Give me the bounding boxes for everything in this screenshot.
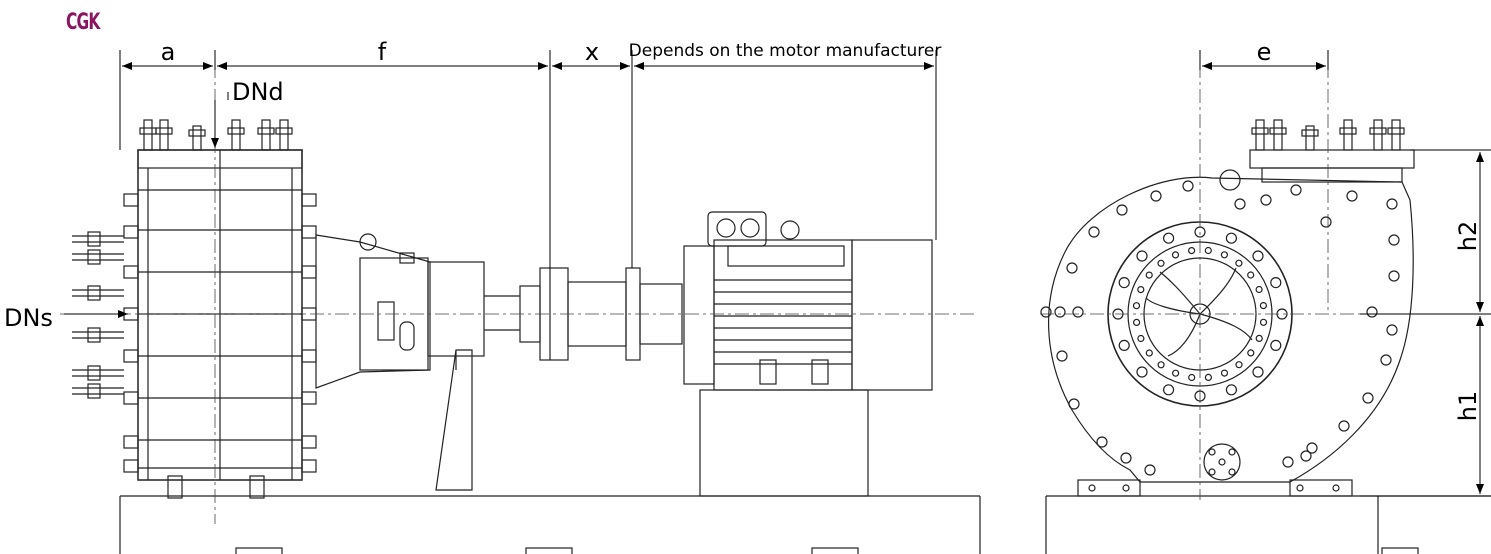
casing-bolt-hole <box>1282 456 1294 468</box>
foot-bolt-hole <box>1088 484 1096 492</box>
dim-motor-note: Depends on the motor manufacturer <box>629 41 942 61</box>
flange-bolt-hole <box>1136 366 1148 378</box>
dim-h1: h1 <box>1454 391 1482 421</box>
flange-inner-hole <box>1220 251 1229 259</box>
flange-bolt-hole <box>1270 277 1282 289</box>
drain-bolt-hole <box>1218 458 1226 466</box>
casing-bolt-hole <box>1362 392 1374 404</box>
casing-bolt-hole <box>1290 184 1302 196</box>
casing-bolt-hole <box>1116 204 1128 216</box>
casing-bolt-hole <box>1346 190 1358 202</box>
dim-f: f <box>378 38 387 66</box>
flange-inner-hole <box>1187 247 1196 255</box>
casing-bolt-hole <box>1072 306 1084 318</box>
flange-bolt-hole <box>1225 384 1238 396</box>
flange-inner-hole <box>1255 334 1263 342</box>
casing-bolt-hole <box>1096 436 1108 448</box>
flange-inner-hole <box>1259 302 1268 310</box>
casing-bolt-hole <box>1366 306 1378 318</box>
flange-bolt-hole <box>1252 366 1264 378</box>
flange-inner-hole <box>1204 246 1212 255</box>
flange-inner-hole <box>1247 271 1255 279</box>
side-view <box>72 119 981 554</box>
dim-a: a <box>161 38 176 66</box>
casing-bolt-hole <box>1386 198 1398 210</box>
flange-bolt-hole <box>1136 250 1148 262</box>
flange-bolt-hole <box>1162 232 1175 244</box>
drain-bolt-hole <box>1208 448 1216 456</box>
casing-bolt-hole <box>1320 216 1332 228</box>
flange-bolt-hole <box>1252 250 1264 262</box>
casing-bolt-hole <box>1182 180 1194 192</box>
casing-bolt-hole <box>1144 464 1156 476</box>
flange-bolt-hole <box>1118 277 1130 289</box>
flange-inner-hole <box>1132 302 1141 310</box>
motor <box>683 211 933 391</box>
dim-h2: h2 <box>1454 221 1482 251</box>
bearing-bracket <box>315 233 520 491</box>
centerlines-side <box>60 64 975 524</box>
flange-inner-hole <box>1255 285 1263 294</box>
casing-bolt-hole <box>1040 306 1052 318</box>
foot-bolt-hole <box>1122 484 1130 492</box>
dimensions-side <box>64 50 937 318</box>
base-frame <box>119 495 981 554</box>
casing-bolt-hole <box>1054 306 1066 318</box>
motor-plinth <box>699 389 869 497</box>
flange-inner-hole <box>1235 361 1243 369</box>
casing-bolt-hole <box>1380 354 1392 366</box>
drain-bolt-hole <box>1208 468 1216 476</box>
casing-bolt-hole <box>1338 420 1350 432</box>
casing-bolt-hole <box>1300 450 1312 462</box>
flange-inner-hole <box>1235 259 1243 267</box>
flange-inner-hole <box>1171 251 1180 259</box>
flange-inner-hole <box>1137 286 1145 294</box>
casing-bolt-hole <box>1234 198 1246 210</box>
dim-x: x <box>585 38 599 66</box>
flange-inner-hole <box>1157 361 1165 369</box>
foot-bolt-hole <box>1332 484 1340 492</box>
casing-bolt-hole <box>1068 398 1080 410</box>
casing-bolt-hole <box>1306 442 1318 454</box>
dim-dnd: DNd <box>232 78 284 106</box>
centerlines-front <box>1040 64 1491 500</box>
flange-bolt-hole <box>1270 339 1282 351</box>
casing-bolt-hole <box>1088 226 1100 238</box>
casing-bolt-hole <box>1388 270 1400 282</box>
flange-inner-hole <box>1145 349 1153 357</box>
casing-bolt-hole <box>1150 190 1162 202</box>
flange-inner-hole <box>1145 271 1153 279</box>
flange-inner-hole <box>1220 369 1229 377</box>
front-bolt-holes <box>1040 180 1400 492</box>
casing-bolt-hole <box>1260 194 1272 206</box>
dim-dns: DNs <box>4 304 53 332</box>
flange-inner-hole <box>1132 318 1141 326</box>
foot-bolt-hole <box>1296 484 1304 492</box>
flange-bolt-hole <box>1162 384 1175 396</box>
front-view <box>1045 119 1491 554</box>
casing-bolt-hole <box>1066 262 1078 274</box>
flange-inner-hole <box>1259 318 1268 326</box>
casing-bolt-hole <box>1120 452 1132 464</box>
pump-body <box>72 119 317 499</box>
flange-inner-hole <box>1188 373 1196 382</box>
drain-bolt-hole <box>1228 468 1236 476</box>
flange-inner-hole <box>1171 369 1180 377</box>
flange-inner-hole <box>1137 334 1145 343</box>
dim-e: e <box>1257 38 1272 66</box>
flange-inner-hole <box>1157 259 1165 267</box>
casing-bolt-hole <box>1386 324 1398 336</box>
flange-bolt-hole <box>1225 232 1238 244</box>
brand-logo: CGK <box>66 10 100 35</box>
casing-bolt-hole <box>1056 350 1068 362</box>
dimensions-front <box>1199 50 1491 497</box>
flange-bolt-hole <box>1118 339 1130 351</box>
drain-bolt-hole <box>1228 448 1236 456</box>
casing-bolt-hole <box>1388 234 1400 246</box>
flange-inner-hole <box>1247 349 1255 357</box>
flange-inner-hole <box>1204 373 1213 381</box>
